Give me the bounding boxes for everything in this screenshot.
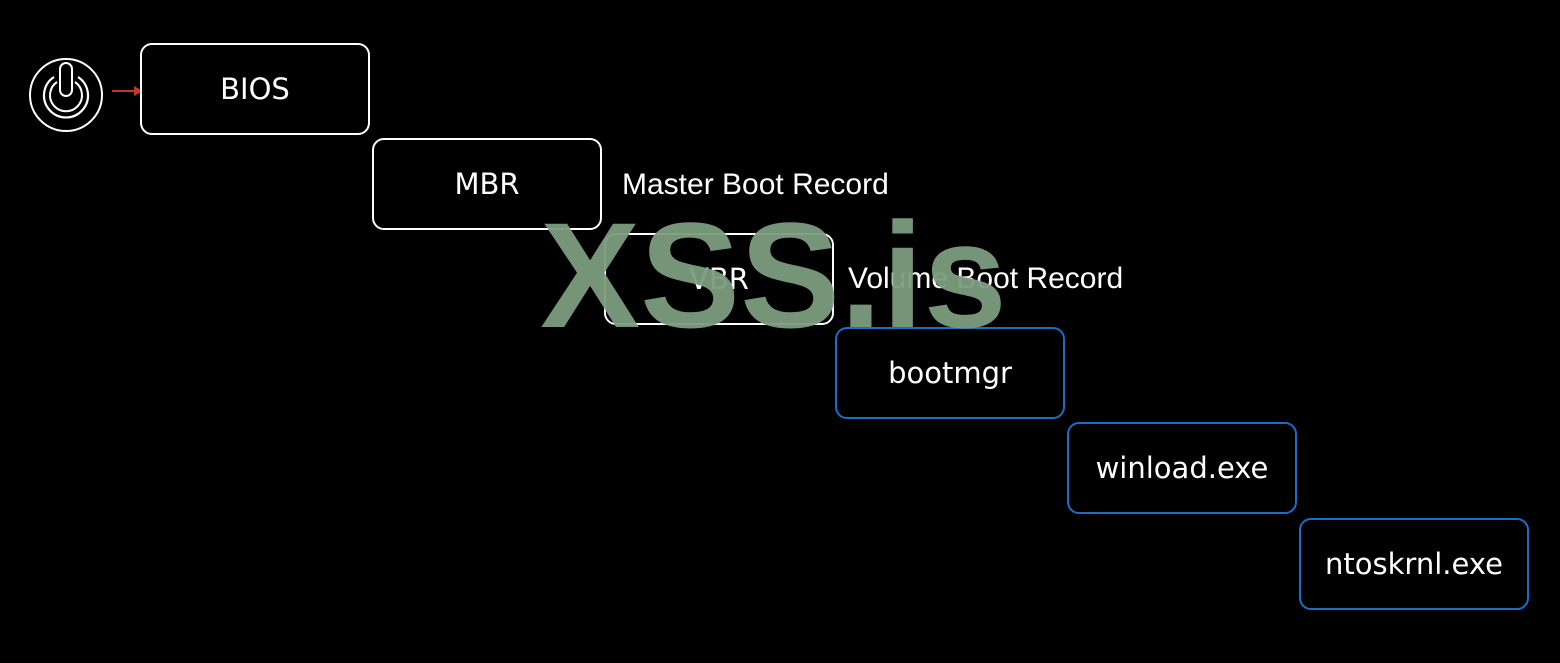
vbr-box: VBR: [604, 233, 834, 325]
vbr-label: VBR: [689, 262, 749, 296]
ntoskrnl-label: ntoskrnl.exe: [1325, 547, 1503, 581]
power-icon: [29, 58, 103, 132]
bios-label: BIOS: [220, 72, 290, 106]
winload-label: winload.exe: [1095, 451, 1269, 485]
mbr-caption: Master Boot Record: [622, 168, 889, 201]
mbr-box: MBR: [372, 138, 602, 230]
arrow-right-icon: [112, 86, 143, 96]
winload-box: winload.exe: [1067, 422, 1297, 514]
bootmgr-box: bootmgr: [835, 327, 1065, 419]
bootmgr-label: bootmgr: [888, 356, 1012, 390]
vbr-caption: Volume Boot Record: [848, 262, 1124, 295]
ntoskrnl-box: ntoskrnl.exe: [1299, 518, 1529, 610]
mbr-label: MBR: [454, 167, 520, 201]
bios-box: BIOS: [140, 43, 370, 135]
